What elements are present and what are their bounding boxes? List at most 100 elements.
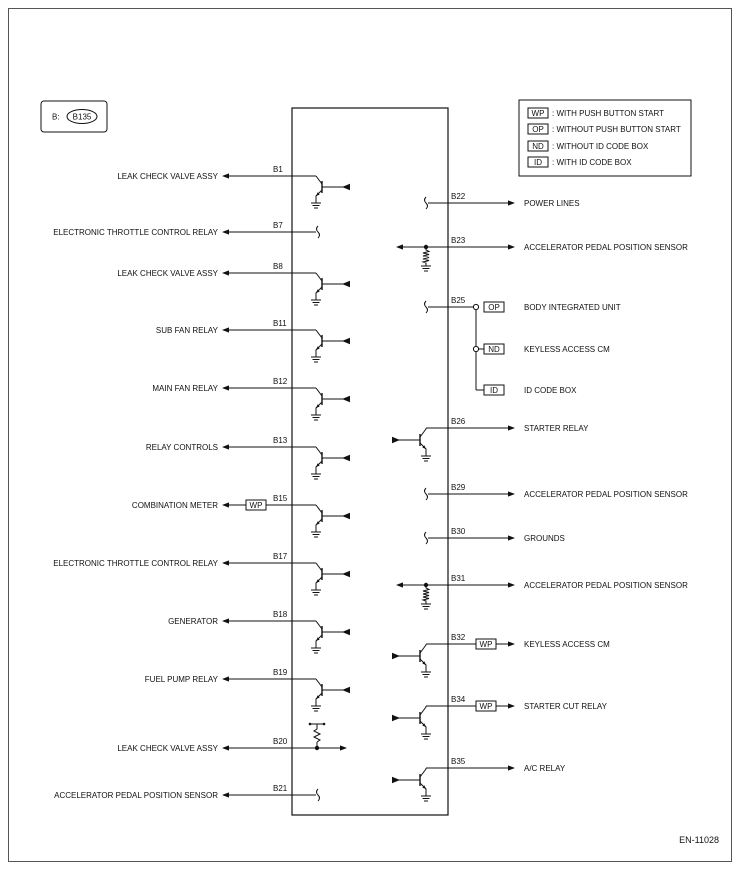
transistor-icon [311,175,350,209]
ground-icon [311,473,321,480]
legend-code-nd-outline [527,140,549,152]
ground-icon [311,414,321,421]
legend-code-id-text: ID [534,158,542,167]
pin-destination-label: RELAY CONTROLS [146,443,218,452]
pin-number: B7 [273,221,283,230]
tag-id-outline [483,384,505,396]
arrow-right-icon [508,200,515,206]
pin-number: B34 [451,695,466,704]
tag-op: OP [483,301,505,313]
legend-code-wp-outline [527,107,549,119]
arrow-right-icon [508,491,515,497]
wave-icon [316,225,320,239]
pin-number: B35 [451,757,466,766]
legend-code-nd-text: ND [532,142,544,151]
wave-icon [424,196,428,210]
transistor-icon [392,706,431,740]
pin-destination-label: LEAK CHECK VALVE ASSY [117,269,218,278]
tag-op-outline [483,301,505,313]
junction-ring [472,303,480,311]
tag-nd-outline [483,343,505,355]
pulldown-resistor-icon [421,247,431,272]
pin-number: B21 [273,784,288,793]
pin-number: B12 [273,377,288,386]
legend-text-op: : WITHOUT PUSH BUTTON START [552,125,681,134]
ground-icon [421,795,431,802]
wave-icon [424,531,428,545]
pin-destination-label: ACCELERATOR PEDAL POSITION SENSOR [524,243,688,252]
pin-number: B26 [451,417,466,426]
arrow-right-icon [508,641,515,647]
arrow-right-icon [508,244,515,250]
pin-destination-label: ACCELERATOR PEDAL POSITION SENSOR [524,490,688,499]
legend-code-op-outline [527,123,549,135]
transistor-icon [311,272,350,306]
pin-number: B25 [451,296,466,305]
tag-wp-text: WP [480,640,493,649]
pin-destination-label: KEYLESS ACCESS CM [524,640,610,649]
tag-nd-text: ND [488,345,500,354]
legend-code-nd: ND [527,140,549,152]
connector-id: B135 [73,113,92,122]
transistor-icon [311,446,350,480]
arrow-right-icon [508,703,515,709]
transistor-icon [311,387,350,421]
ground-icon [311,356,321,363]
ground-icon [311,531,321,538]
branch-id: ID ID CODE BOX [476,384,577,396]
arrow-left-icon [222,444,229,450]
pin-number: B32 [451,633,466,642]
pin-destination-label: FUEL PUMP RELAY [145,675,219,684]
branch-destination-label: ID CODE BOX [524,386,577,395]
pin-destination-label: SUB FAN RELAY [156,326,219,335]
figure-id: EN-11028 [679,835,719,845]
arrow-left-icon [222,327,229,333]
pin-destination-label: STARTER RELAY [524,424,589,433]
arrow-left-icon [222,745,229,751]
pin-number: B13 [273,436,288,445]
arrow-left-icon [396,244,403,250]
pin-number: B22 [451,192,466,201]
arrow-left-icon [222,270,229,276]
pin-number: B15 [273,494,288,503]
wave-icon [424,300,428,314]
pin-number: B30 [451,527,466,536]
connector-id-ellipse [66,109,98,124]
legend-text-id: : WITH ID CODE BOX [552,158,632,167]
arrow-right-icon [508,425,515,431]
arrow-right-icon [340,745,347,751]
pin-number: B23 [451,236,466,245]
transistor-icon [392,428,431,462]
tag-id-text: ID [490,386,498,395]
pin-number: B20 [273,737,288,746]
arrow-left-icon [222,618,229,624]
pin-destination-label: ELECTRONIC THROTTLE CONTROL RELAY [53,559,218,568]
pin-destination-label: MAIN FAN RELAY [152,384,218,393]
pin-destination-label: ACCELERATOR PEDAL POSITION SENSOR [54,791,218,800]
pin-destination-label: GENERATOR [168,617,218,626]
ground-icon [421,265,431,272]
ground-icon [311,647,321,654]
pin-number: B29 [451,483,466,492]
wave-icon [424,487,428,501]
pin-destination-label: ELECTRONIC THROTTLE CONTROL RELAY [53,228,218,237]
pin-destination-label: LEAK CHECK VALVE ASSY [117,172,218,181]
